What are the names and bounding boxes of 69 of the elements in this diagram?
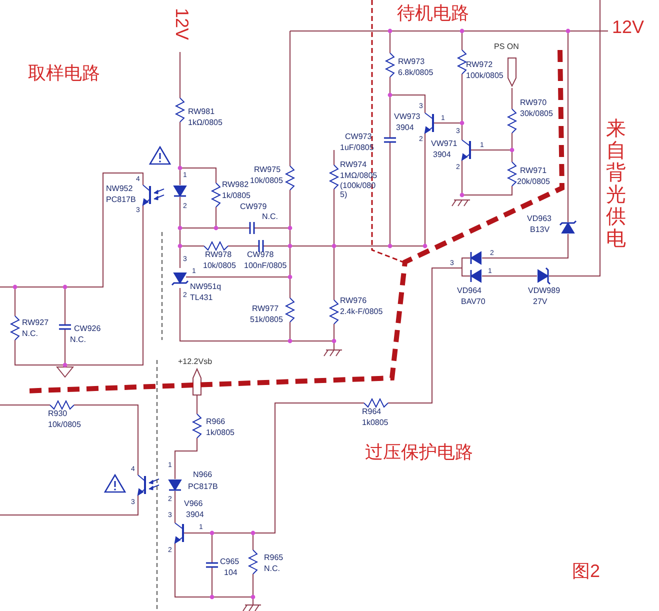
component-label: RW977: [252, 304, 279, 314]
component-label: RW973: [398, 57, 425, 67]
component-label: PC817B: [106, 195, 136, 205]
component-label: N.C.: [22, 329, 38, 339]
component-label: N.C.: [70, 335, 86, 345]
figure-label: 图2: [572, 562, 600, 582]
component-label: N.C.: [262, 212, 278, 222]
component-label: 1k/0805: [222, 191, 250, 201]
section-label: 待机电路: [397, 4, 469, 24]
section-label: 来自背光供电: [606, 118, 626, 250]
component-label: R966: [206, 417, 226, 427]
component-label: N.C.: [264, 564, 280, 574]
component-label: RW970: [520, 98, 547, 108]
component-label: RW971: [520, 166, 547, 176]
component-label: 51k/0805: [250, 315, 283, 325]
component-label: VW971: [431, 139, 458, 149]
component-label: TL431: [190, 293, 213, 303]
component-label: 10k/0805: [48, 420, 81, 430]
component-label: RW978: [205, 250, 232, 260]
voltage-label: 12V: [171, 8, 192, 40]
component-label: PC817B: [188, 482, 218, 492]
component-label: NW951q: [190, 282, 222, 292]
component-label: CW973: [345, 132, 372, 142]
component-label: 3904: [396, 123, 414, 133]
component-label: RW976: [340, 296, 367, 306]
component-label: VD963: [527, 214, 552, 224]
component-label: VD964: [457, 286, 482, 296]
component-label: CW926: [74, 324, 101, 334]
voltage-label: 12V: [612, 18, 644, 38]
component-label: 1uF/0805: [340, 143, 374, 153]
component-label: RW975: [254, 165, 281, 175]
component-label: VW973: [394, 112, 420, 122]
component-label: 104: [224, 568, 238, 578]
section-label: 过压保护电路: [365, 443, 473, 463]
component-label: 30k/0805: [520, 109, 553, 119]
component-label: B13V: [530, 225, 550, 235]
component-label: V966: [184, 499, 203, 509]
component-label: 100k/0805: [466, 71, 504, 81]
component-label: 20k/0805: [517, 177, 550, 187]
component-label: 1k/0805: [206, 428, 234, 438]
component-label: R930: [48, 409, 68, 419]
component-label: 1MΩ/0805(100k/0805): [340, 171, 378, 200]
component-label: 1kΩ/0805: [188, 118, 222, 128]
component-label: 3904: [186, 510, 204, 520]
component-label: CW979: [240, 202, 267, 212]
net-label: +12.2Vsb: [178, 357, 212, 367]
component-label: BAV70: [461, 297, 486, 307]
component-label: 3904: [433, 150, 451, 160]
component-label: 2.4k-F/0805: [340, 307, 383, 317]
component-label: RW927: [22, 318, 49, 328]
section-label: 取样电路: [28, 64, 100, 84]
component-label: N966: [193, 470, 212, 480]
component-label: CW978: [247, 250, 274, 260]
component-label: 6.8k/0805: [398, 68, 434, 78]
component-label: 10k/0805: [250, 176, 283, 186]
component-label: RW974: [340, 160, 367, 170]
component-label: C965: [220, 557, 240, 567]
component-label: 10k/0805: [203, 261, 236, 271]
net-label: PS ON: [494, 42, 519, 52]
component-label: RW972: [466, 60, 493, 70]
component-label: R964: [362, 407, 382, 417]
component-label: NW952: [106, 184, 133, 194]
component-label: R965: [264, 553, 284, 563]
component-label: 1k0805: [362, 418, 388, 428]
component-label: VDW989: [528, 286, 560, 296]
component-label: 100nF/0805: [244, 261, 287, 271]
component-label: RW982: [222, 180, 249, 190]
component-label: RW981: [188, 107, 215, 117]
component-label: 27V: [533, 297, 548, 307]
